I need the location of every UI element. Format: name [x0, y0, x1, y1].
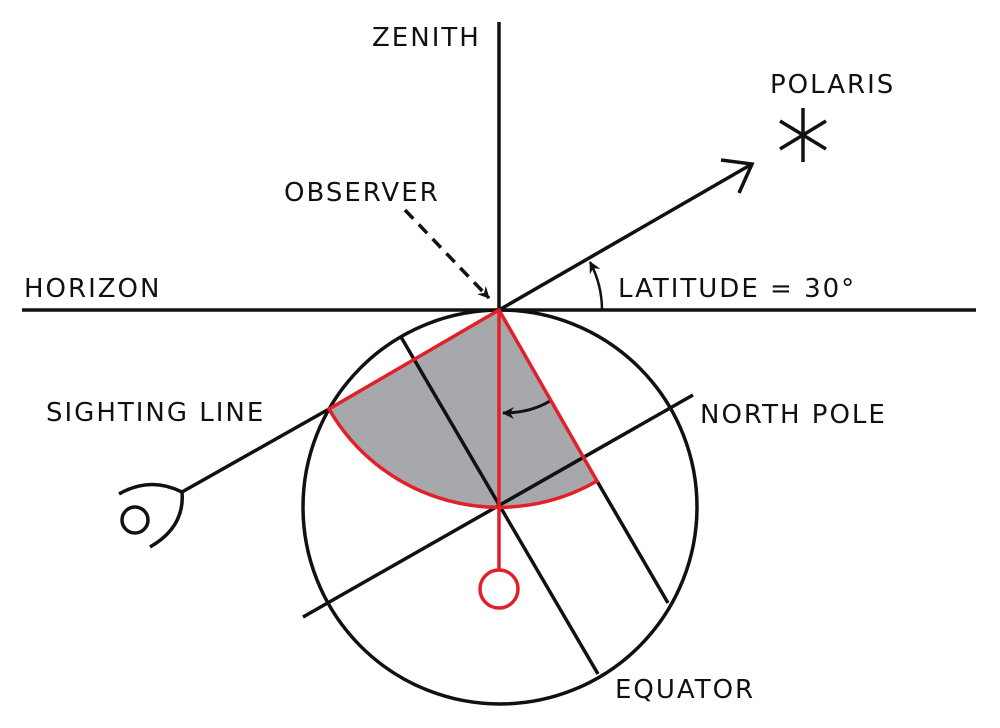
polaris-sight-line [498, 162, 753, 312]
wedge [329, 310, 597, 508]
polaris-arrowhead [720, 158, 755, 194]
label-sighting-line: SIGHTING LINE [46, 398, 266, 428]
rotation-arrow [502, 399, 551, 419]
polaris-star-icon [779, 108, 827, 162]
label-latitude: LATITUDE = 30° [618, 274, 857, 304]
eye-icon [118, 482, 184, 549]
label-equator: EQUATOR [615, 675, 756, 705]
latitude-angle-arc [588, 261, 604, 311]
plumb-bob [478, 568, 520, 610]
label-observer: OBSERVER [284, 178, 440, 208]
parallel-line [595, 480, 670, 604]
label-north-pole: NORTH POLE [700, 400, 887, 430]
sighting-line [181, 407, 330, 494]
observer-pointer [403, 208, 491, 300]
label-horizon: HORIZON [24, 274, 162, 304]
wedge-outline [326, 307, 600, 510]
label-zenith: ZENITH [372, 23, 481, 53]
label-polaris: POLARIS [770, 70, 896, 100]
